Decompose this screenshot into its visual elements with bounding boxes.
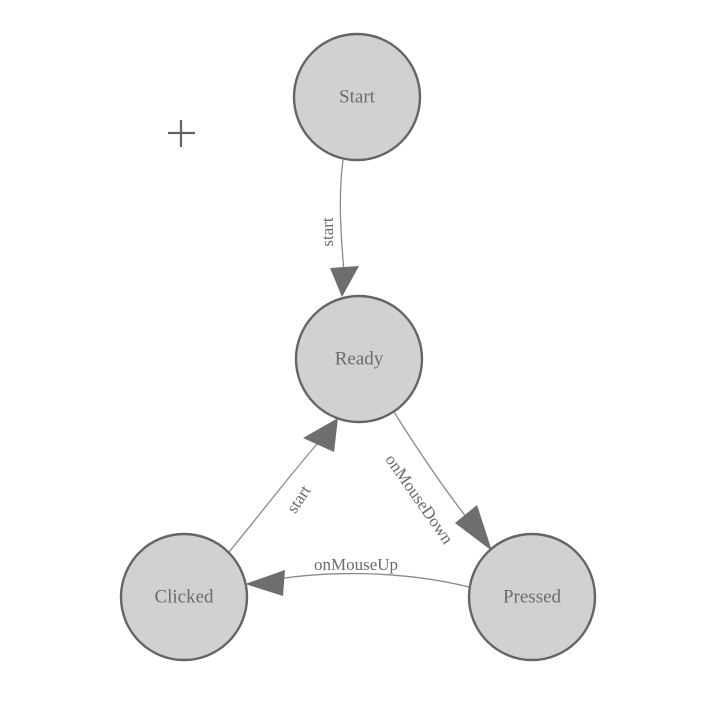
arrowhead-icon: [330, 266, 359, 297]
edge-label-clicked-to-ready: start: [283, 481, 315, 516]
node-clicked[interactable]: Clicked: [119, 532, 249, 662]
node-label: Start: [339, 86, 376, 107]
edge-path[interactable]: [339, 159, 345, 273]
node-label: Clicked: [154, 586, 214, 607]
edge-label-ready-to-pressed: onMouseDown: [381, 451, 457, 548]
arrowhead-icon: [455, 505, 492, 551]
arrowhead-icon: [245, 570, 285, 596]
edge-path[interactable]: [228, 442, 319, 553]
edge-ready-to-pressed[interactable]: [393, 411, 492, 551]
edge-start-to-ready[interactable]: [330, 159, 359, 297]
edge-path[interactable]: [261, 572, 470, 588]
node-start[interactable]: Start: [292, 32, 422, 162]
node-label: Pressed: [503, 586, 562, 607]
edge-label-start-to-ready: start: [318, 217, 337, 247]
node-circle[interactable]: [119, 532, 249, 662]
edge-label-pressed-to-clicked: onMouseUp: [314, 555, 398, 574]
node-circle[interactable]: [294, 294, 424, 424]
edges-layer: [228, 159, 492, 596]
node-ready[interactable]: Ready: [294, 294, 424, 424]
crosshair-icon[interactable]: [168, 120, 195, 147]
node-circle[interactable]: [292, 32, 422, 162]
edge-pressed-to-clicked[interactable]: [245, 570, 470, 596]
node-pressed[interactable]: Pressed: [467, 532, 597, 662]
node-label: Ready: [335, 348, 384, 369]
edge-clicked-to-ready[interactable]: [228, 418, 338, 553]
nodes-layer: Start Ready Clicked Pressed: [119, 32, 597, 662]
arrowhead-icon: [303, 418, 338, 452]
node-circle[interactable]: [467, 532, 597, 662]
